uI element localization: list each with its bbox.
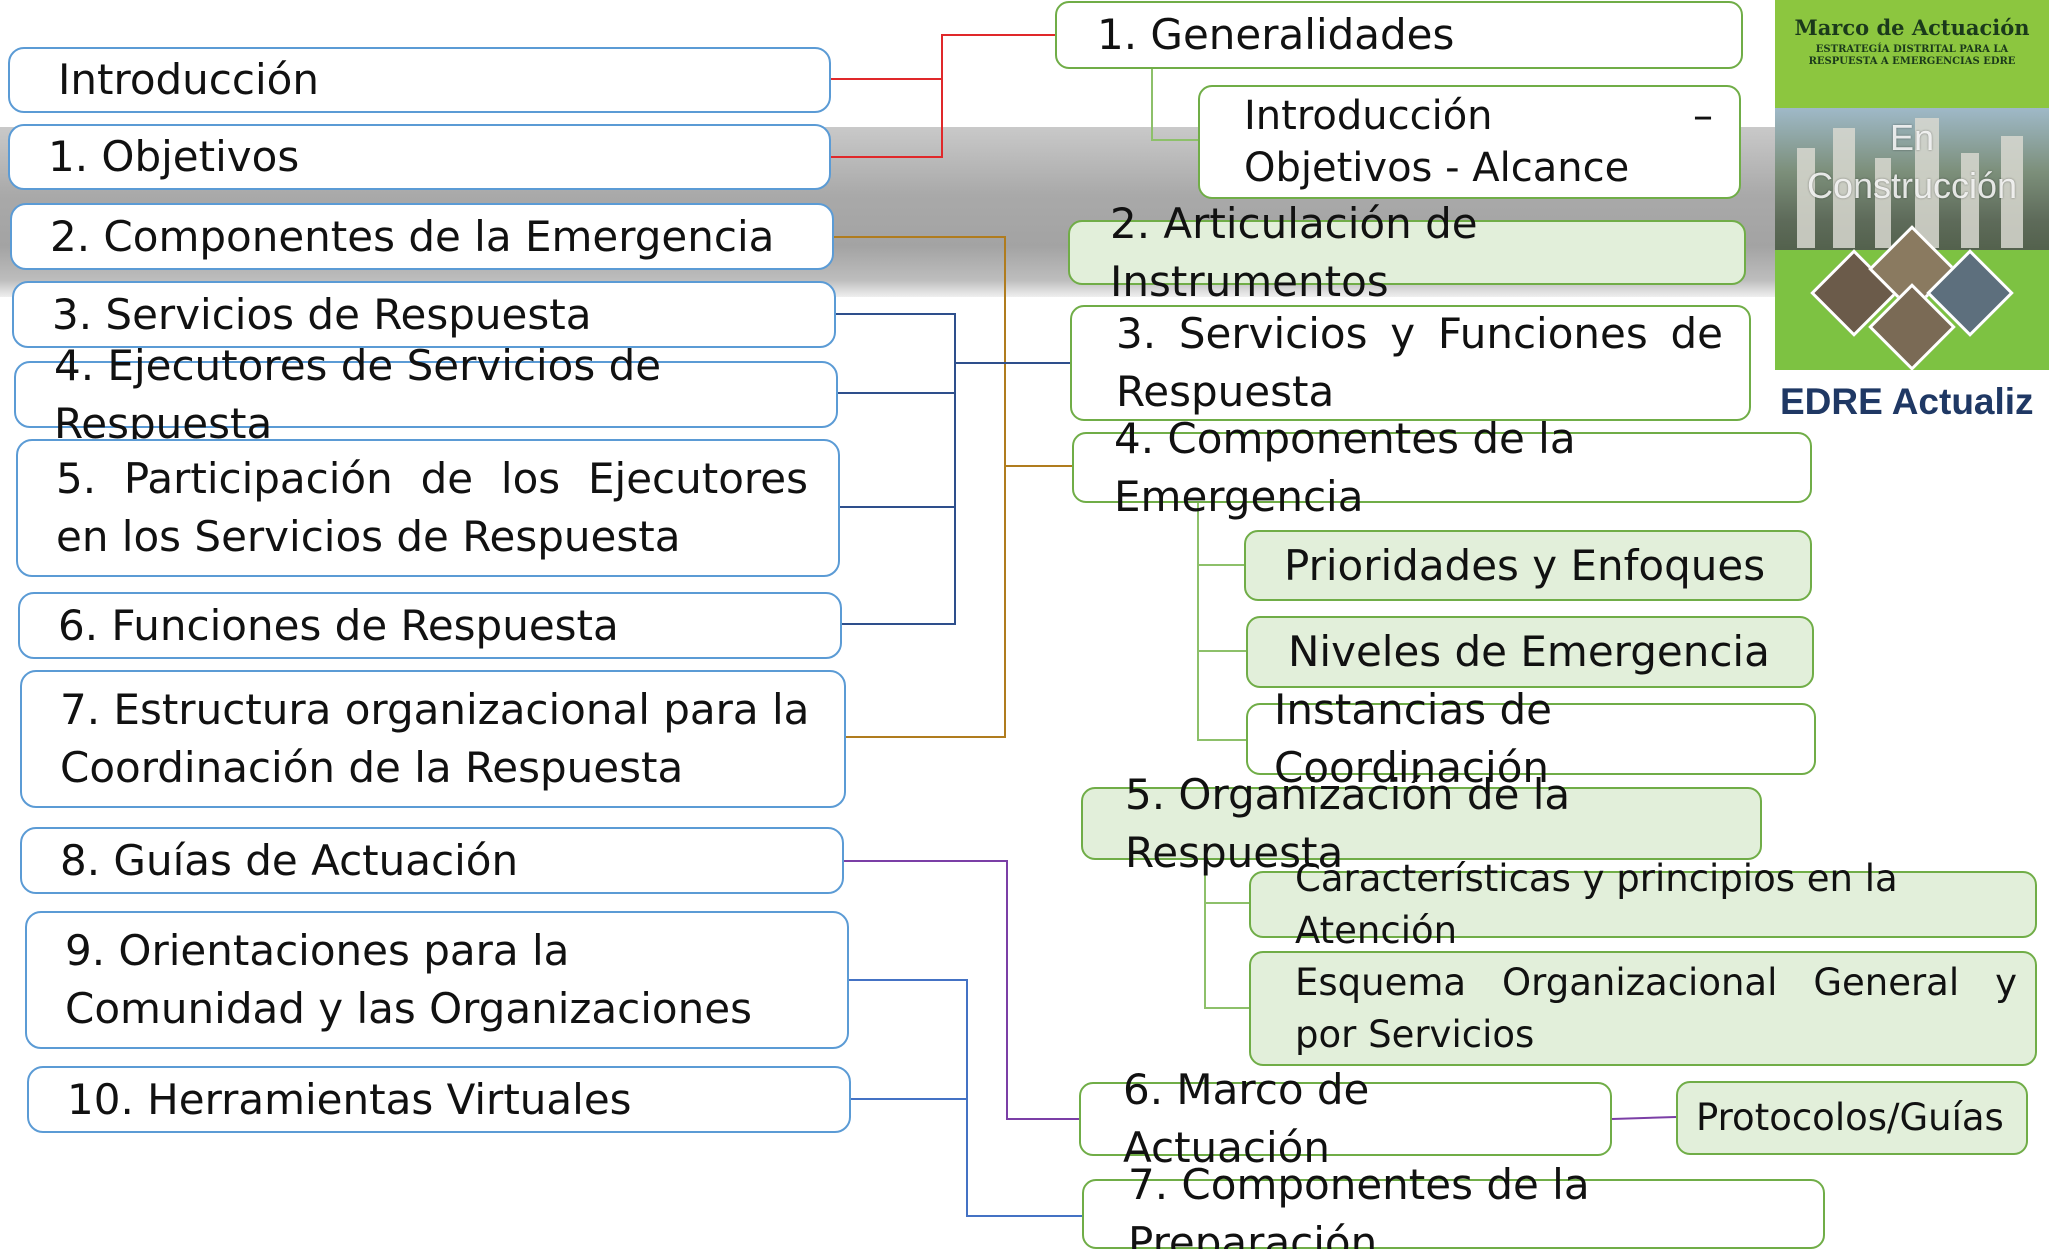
cover-building xyxy=(1833,128,1855,248)
left-item-introduccion: Introducción xyxy=(8,47,831,113)
right-subitem-instancias: Instancias de Coordinación xyxy=(1246,685,1816,792)
connector-organizacion-sub xyxy=(1204,859,1250,1009)
cover-building xyxy=(1875,158,1891,248)
right-item-marco: 6. Marco de Actuación xyxy=(1079,1065,1612,1172)
left-item-label: 6. Funciones de Respuesta xyxy=(58,600,619,650)
right-subitem-prioridades: Prioridades y Enfoques xyxy=(1244,530,1812,601)
right-item-componentes-emergencia: 4. Componentes de la Emergencia xyxy=(1072,414,1812,521)
right-subitem-esquema: Esquema Organizacional General y por Ser… xyxy=(1249,951,2037,1066)
left-item-label: 8. Guías de Actuación xyxy=(60,835,519,885)
left-item-label: 5. Participación de los Ejecutores en lo… xyxy=(56,454,808,561)
cover-thumbnail: Marco de Actuación ESTRATEGÍA DISTRITAL … xyxy=(1775,0,2049,370)
cover-subtitle: ESTRATEGÍA DISTRITAL PARA LA RESPUESTA A… xyxy=(1808,44,2016,67)
left-item-label: 1. Objetivos xyxy=(48,132,300,181)
left-item-objetivos: 1. Objetivos xyxy=(8,124,831,190)
right-item-label: 5. Organización de la Respuesta xyxy=(1125,769,1571,877)
right-item-label: 1. Generalidades xyxy=(1097,10,1455,59)
connector-generalidades-sub xyxy=(1151,68,1200,141)
connector-guias-marco xyxy=(844,860,1080,1120)
left-item-guias: 8. Guías de Actuación xyxy=(20,827,844,894)
right-item-label: 6. Marco de Actuación xyxy=(1123,1065,1370,1172)
cover-building xyxy=(1915,118,1939,248)
left-item-label: 3. Servicios de Respuesta xyxy=(52,289,592,339)
right-subitem-label: Características y principios en la Atenc… xyxy=(1295,856,1898,952)
right-subitem-label: Esquema Organizacional General y por Ser… xyxy=(1295,960,2017,1056)
cover-building xyxy=(1961,153,1979,248)
left-item-estructura: 7. Estructura organizacional para la Coo… xyxy=(20,670,846,808)
right-item-preparacion: 7. Componentes de la Preparación xyxy=(1082,1160,1825,1249)
right-subitem-niveles: Niveles de Emergencia xyxy=(1246,616,1814,688)
right-item-label: 2. Articulación de Instrumentos xyxy=(1110,198,1478,306)
connector-objetivos-generalidades xyxy=(831,79,943,158)
left-item-label: 4. Ejecutores de Servicios de Respuesta xyxy=(54,340,662,448)
left-item-label: 9. Orientaciones para la Comunidad y las… xyxy=(65,926,752,1033)
right-item-protocolos: Protocolos/Guías xyxy=(1676,1081,2028,1155)
right-subitem-label: Instancias de Coordinación xyxy=(1274,685,1552,792)
cover-header xyxy=(1775,0,2049,108)
cover-caption: EDRE Actualiz xyxy=(1780,381,2034,422)
left-item-label: 10. Herramientas Virtuales xyxy=(67,1074,632,1124)
right-subitem-label: Prioridades y Enfoques xyxy=(1284,540,1766,590)
right-subitem-label: Introducción – Objetivos - Alcance xyxy=(1244,93,1713,191)
connector-intro-generalidades xyxy=(831,34,1057,80)
left-item-orientaciones: 9. Orientaciones para la Comunidad y las… xyxy=(25,911,849,1049)
left-item-label: 2. Componentes de la Emergencia xyxy=(50,211,775,261)
connector-marco-protocolos xyxy=(1611,1116,1677,1120)
right-item-servicios-funciones: 3. Servicios y Funciones de Respuesta xyxy=(1070,305,1751,421)
connector-funciones xyxy=(842,507,956,625)
left-item-ejecutores: 4. Ejecutores de Servicios de Respuesta xyxy=(14,341,838,448)
right-item-articulacion: 2. Articulación de Instrumentos xyxy=(1068,199,1746,306)
left-item-componentes-emergencia: 2. Componentes de la Emergencia xyxy=(10,203,834,270)
left-item-participacion: 5. Participación de los Ejecutores en lo… xyxy=(16,439,840,577)
connector-componentes-sub xyxy=(1197,503,1246,741)
cover-watermark-line2: Construcción xyxy=(1806,165,2018,206)
right-item-organizacion: 5. Organización de la Respuesta xyxy=(1081,770,1762,877)
right-subitem-caracteristicas: Características y principios en la Atenc… xyxy=(1249,857,2037,952)
right-item-label: 7. Componentes de la Preparación xyxy=(1128,1160,1590,1249)
right-subitem-intro-objetivos-alcance: Introducción – Objetivos - Alcance xyxy=(1198,85,1741,199)
left-item-herramientas: 10. Herramientas Virtuales xyxy=(27,1066,851,1133)
right-item-label: Protocolos/Guías xyxy=(1696,1096,2004,1139)
right-item-generalidades: 1. Generalidades xyxy=(1055,1,1743,69)
connector-componentes xyxy=(834,236,1006,738)
connector-participacion xyxy=(840,363,956,508)
cover-building xyxy=(1797,148,1815,248)
left-item-funciones: 6. Funciones de Respuesta xyxy=(18,592,842,659)
right-item-label: 4. Componentes de la Emergencia xyxy=(1114,413,1576,521)
left-item-label: 7. Estructura organizacional para la Coo… xyxy=(60,685,810,792)
connector-servicios xyxy=(836,313,1071,364)
left-item-label: Introducción xyxy=(58,55,319,104)
cover-watermark-line1: En xyxy=(1889,117,1935,158)
left-item-servicios-respuesta: 3. Servicios de Respuesta xyxy=(12,281,836,348)
cover-title: Marco de Actuación xyxy=(1794,15,2030,40)
cover-building xyxy=(2001,136,2023,248)
right-subitem-label: Niveles de Emergencia xyxy=(1288,627,1770,676)
right-item-label: 3. Servicios y Funciones de Respuesta xyxy=(1116,309,1723,416)
